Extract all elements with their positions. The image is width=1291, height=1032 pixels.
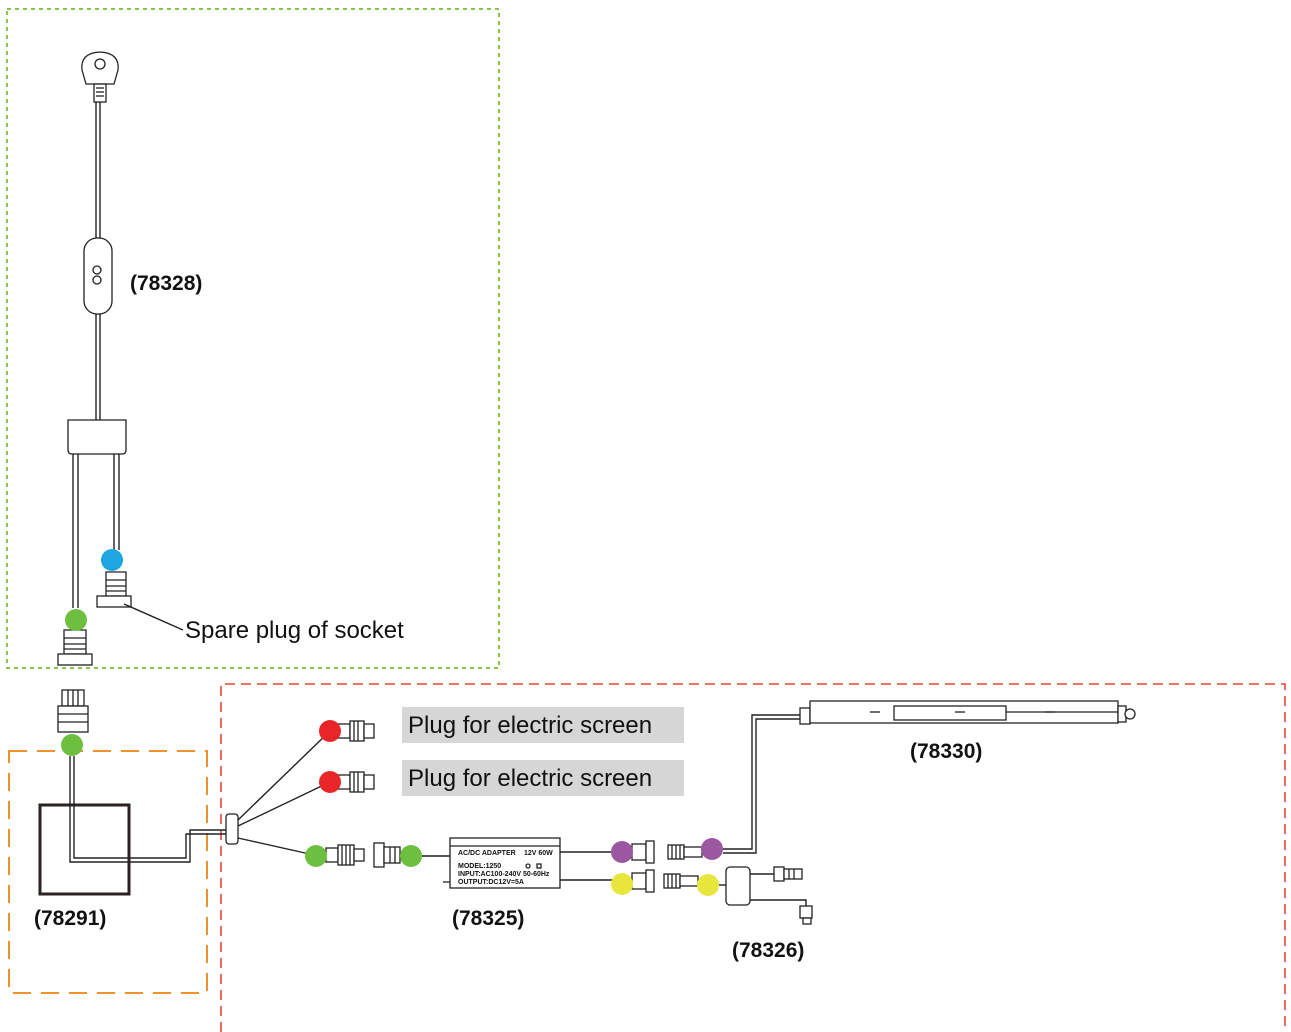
adapter-output: OUTPUT:DC12V=5A	[458, 879, 524, 886]
actuator-label: (78330)	[910, 740, 982, 763]
screen-plug-2-label-bg	[402, 760, 684, 796]
screen-plug-2	[337, 771, 375, 793]
adapter-input: INPUT:AC100-240V 50-60Hz	[458, 871, 550, 878]
adapter-title: AC/DC ADAPTER	[458, 850, 516, 857]
green-connector-dot-adapter-left	[305, 845, 327, 867]
branch-block	[225, 813, 239, 845]
switch-cable-label: (78328)	[130, 272, 202, 295]
adapter-rating: 12V 60W	[524, 850, 553, 857]
yellow-connector-dot-left	[611, 873, 633, 895]
adapter-label: (78325)	[452, 907, 524, 930]
junction-input-plug	[57, 689, 89, 733]
screen-plug-1-label: Plug for electric screen	[408, 712, 652, 739]
spare-plug-label: Spare plug of socket	[185, 617, 404, 644]
splitter-housing	[67, 419, 127, 455]
spare-socket-plug	[96, 571, 132, 608]
acdc-adapter: AC/DC ADAPTER 12V 60W MODEL:1250 INPUT:A…	[443, 837, 561, 889]
screen-system-group-border	[220, 683, 1286, 1032]
junction-box-label: (78291)	[34, 907, 106, 930]
screen-plug-2-label: Plug for electric screen	[408, 765, 652, 792]
y-splitter	[725, 866, 813, 925]
wall-plug	[81, 51, 119, 103]
switch-cable-group-border	[6, 8, 500, 669]
green-connector-dot-socket	[65, 609, 87, 631]
adapter-model: MODEL:1250	[458, 863, 501, 870]
adapter-input-connector	[325, 842, 401, 868]
junction-box	[38, 803, 131, 896]
red-connector-dot-1	[319, 720, 341, 742]
inline-switch	[83, 237, 113, 315]
blue-connector-dot	[101, 549, 123, 571]
screen-plug-1-label-bg	[402, 707, 684, 743]
adapter-output-bottom-connector	[631, 869, 699, 893]
green-connector-dot-adapter-right	[400, 845, 422, 867]
splitter-label: (78326)	[732, 939, 804, 962]
yellow-connector-dot-right	[697, 874, 719, 896]
screen-plug-1	[337, 720, 375, 742]
socket-plug	[57, 629, 93, 666]
linear-actuator	[799, 700, 1136, 725]
adapter-output-top-connector	[631, 840, 703, 864]
green-connector-dot-junction	[61, 734, 83, 756]
purple-connector-dot-left	[611, 841, 633, 863]
purple-connector-dot-right	[701, 838, 723, 860]
red-connector-dot-2	[319, 771, 341, 793]
